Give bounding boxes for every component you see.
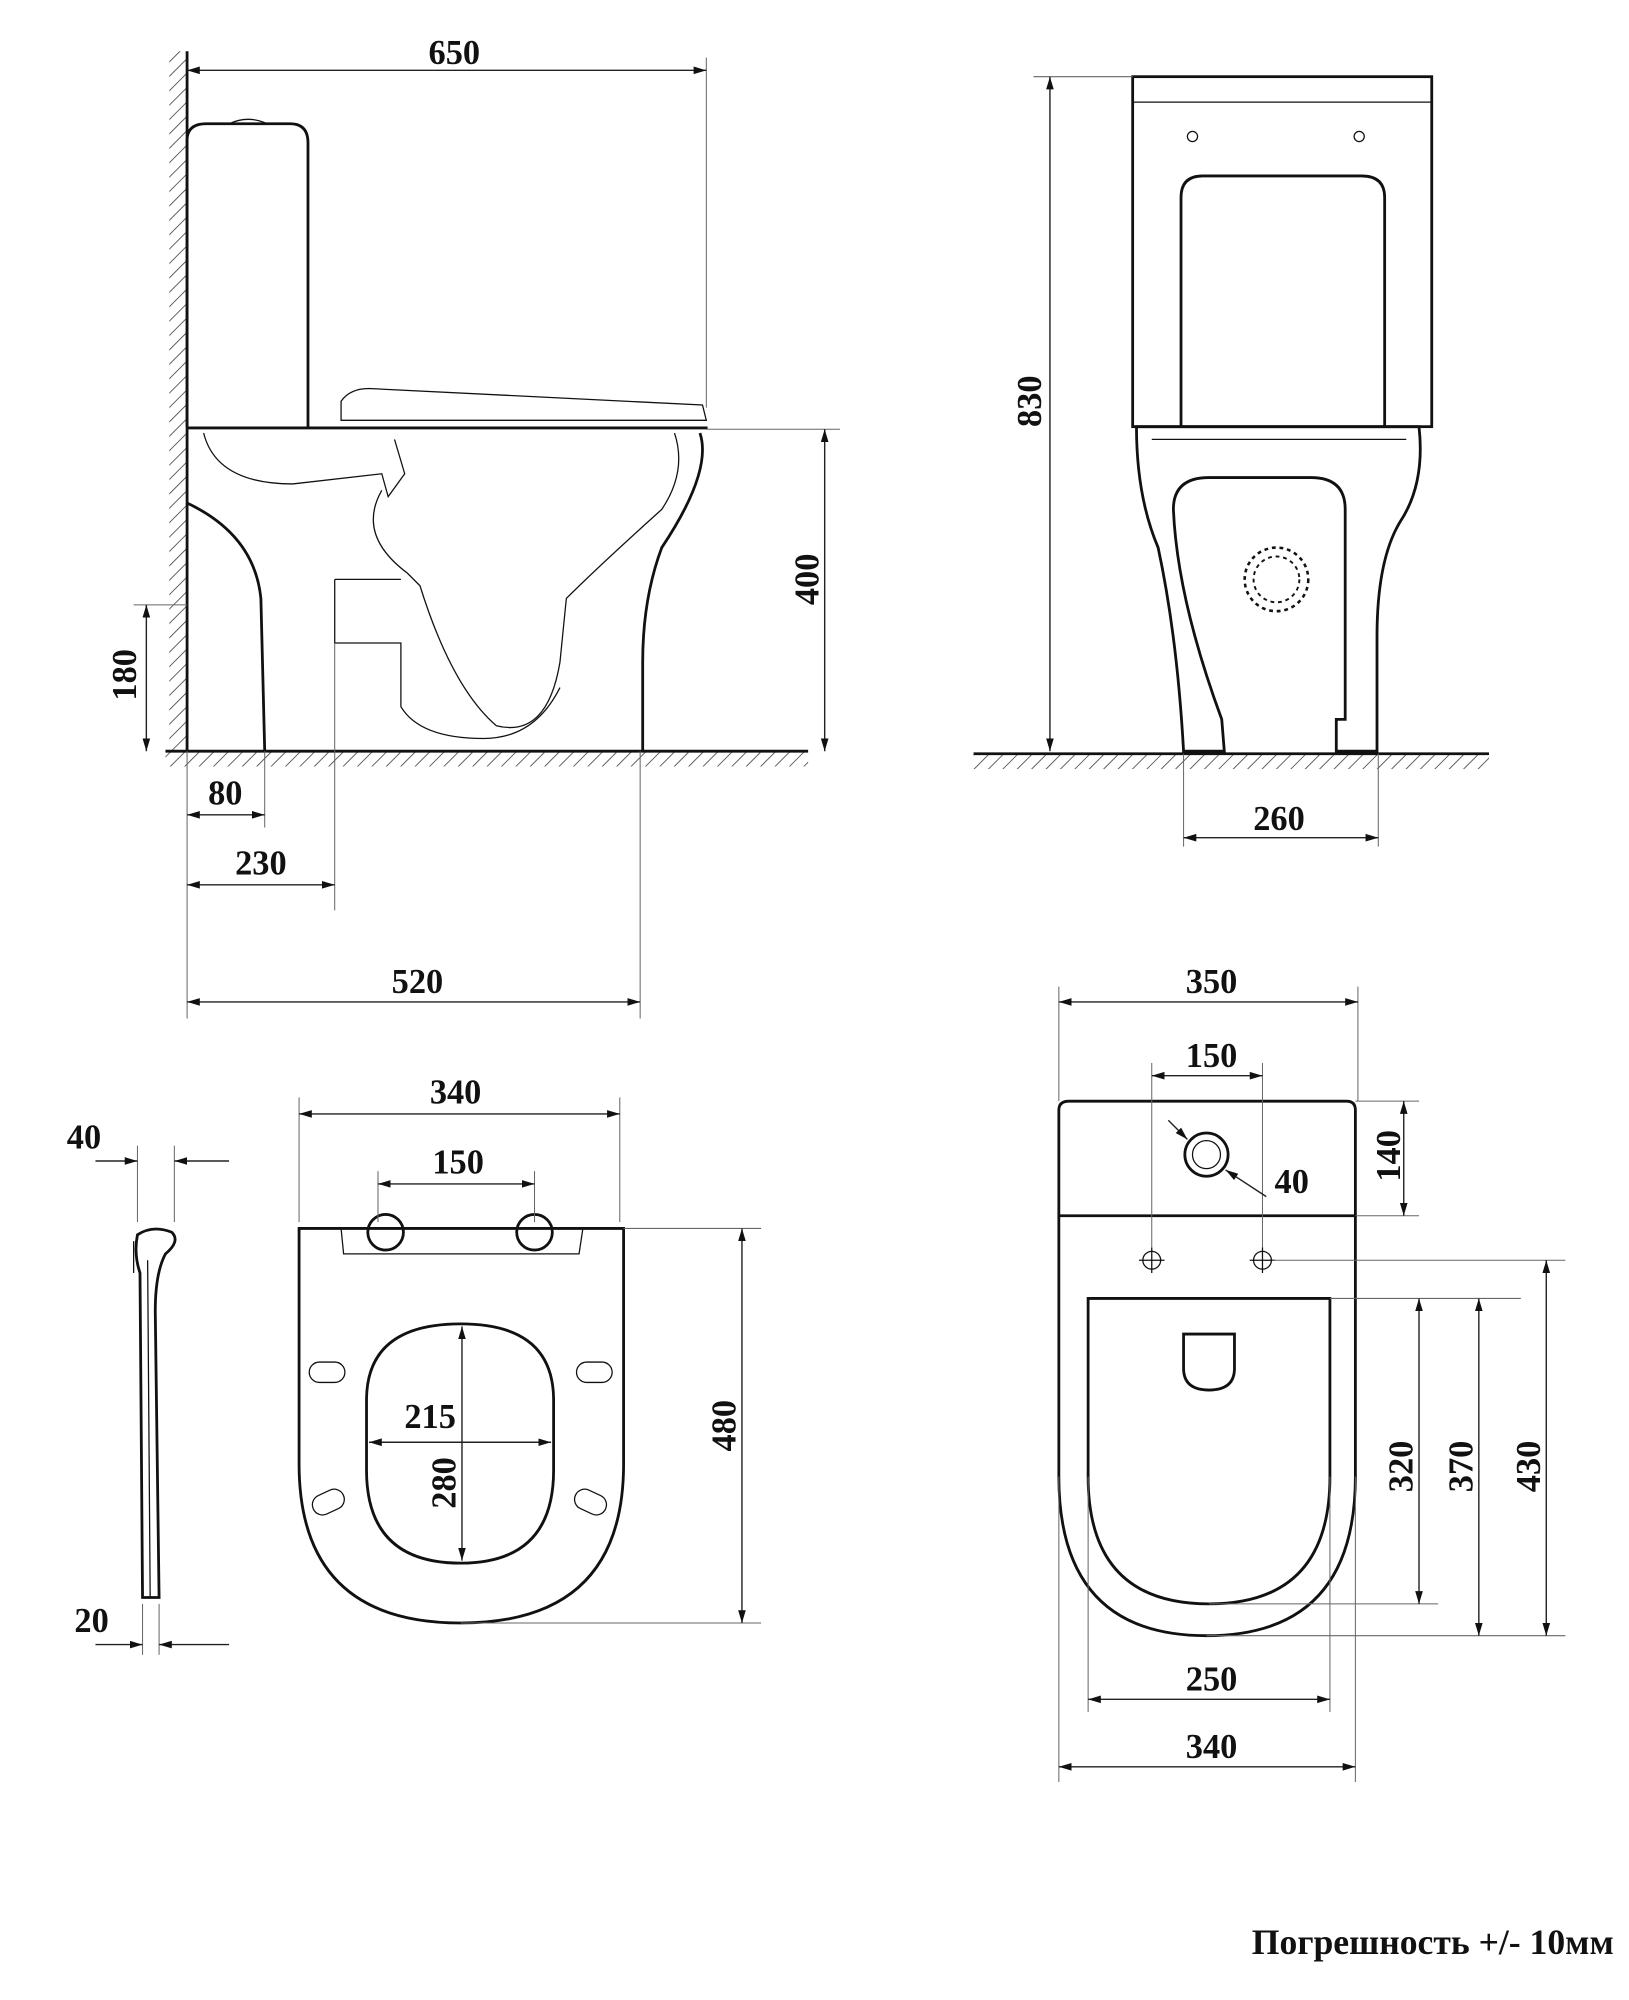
dim-40-seat: 40 (67, 1118, 101, 1156)
top-tank (1057, 1099, 1357, 1218)
wall-hatch (169, 51, 188, 752)
bowl-back (186, 501, 267, 752)
bowl-front (641, 432, 704, 752)
top-bowl (1057, 1215, 1357, 1638)
dim-830: 830 (1011, 375, 1049, 427)
dim-480: 480 (706, 1400, 744, 1452)
dim-260: 260 (1253, 800, 1305, 838)
dim-650: 650 (429, 34, 481, 72)
side-view-dimensions: 650 400 180 80 230 520 (106, 34, 840, 1019)
dim-340-top: 340 (1186, 1728, 1238, 1766)
side-view (165, 51, 809, 767)
dim-230: 230 (235, 845, 287, 883)
dim-400: 400 (788, 554, 826, 606)
dim-320: 320 (1383, 1441, 1421, 1493)
dim-180: 180 (106, 649, 144, 701)
seat-view-dimensions: 340 150 480 215 280 (298, 1074, 762, 1624)
outlet-circle (1243, 546, 1310, 613)
dim-350: 350 (1186, 963, 1238, 1001)
top-view (1057, 1099, 1357, 1638)
dim-150-top: 150 (1186, 1037, 1238, 1075)
seat-lid (340, 387, 708, 421)
dim-340-seat: 340 (430, 1074, 482, 1112)
front-pedestal (1135, 425, 1422, 753)
seat-profile: 40 20 (67, 1118, 230, 1655)
front-view (973, 75, 1490, 770)
tolerance-note: Погрешность +/- 10мм (1252, 1922, 1614, 1962)
dim-370: 370 (1442, 1441, 1480, 1493)
seat-opening (365, 1322, 556, 1565)
dim-250: 250 (1186, 1660, 1238, 1698)
dim-140: 140 (1370, 1130, 1408, 1182)
inlet-circle (1183, 1131, 1230, 1178)
dim-280: 280 (426, 1457, 464, 1509)
dim-215: 215 (404, 1398, 456, 1436)
tank-outline (185, 122, 310, 427)
top-view-dimensions: 350 150 140 40 320 370 430 250 340 (1058, 963, 1566, 1783)
front-view-dimensions: 830 260 (1011, 76, 1379, 847)
dim-430: 430 (1510, 1441, 1548, 1493)
dim-20-seat: 20 (74, 1602, 108, 1640)
dim-80: 80 (208, 775, 242, 813)
dim-150-seat: 150 (432, 1144, 484, 1182)
dim-40-inlet: 40 (1275, 1163, 1309, 1201)
front-tank (1131, 75, 1434, 429)
floor-hatch (165, 751, 809, 767)
dim-520: 520 (392, 963, 444, 1001)
